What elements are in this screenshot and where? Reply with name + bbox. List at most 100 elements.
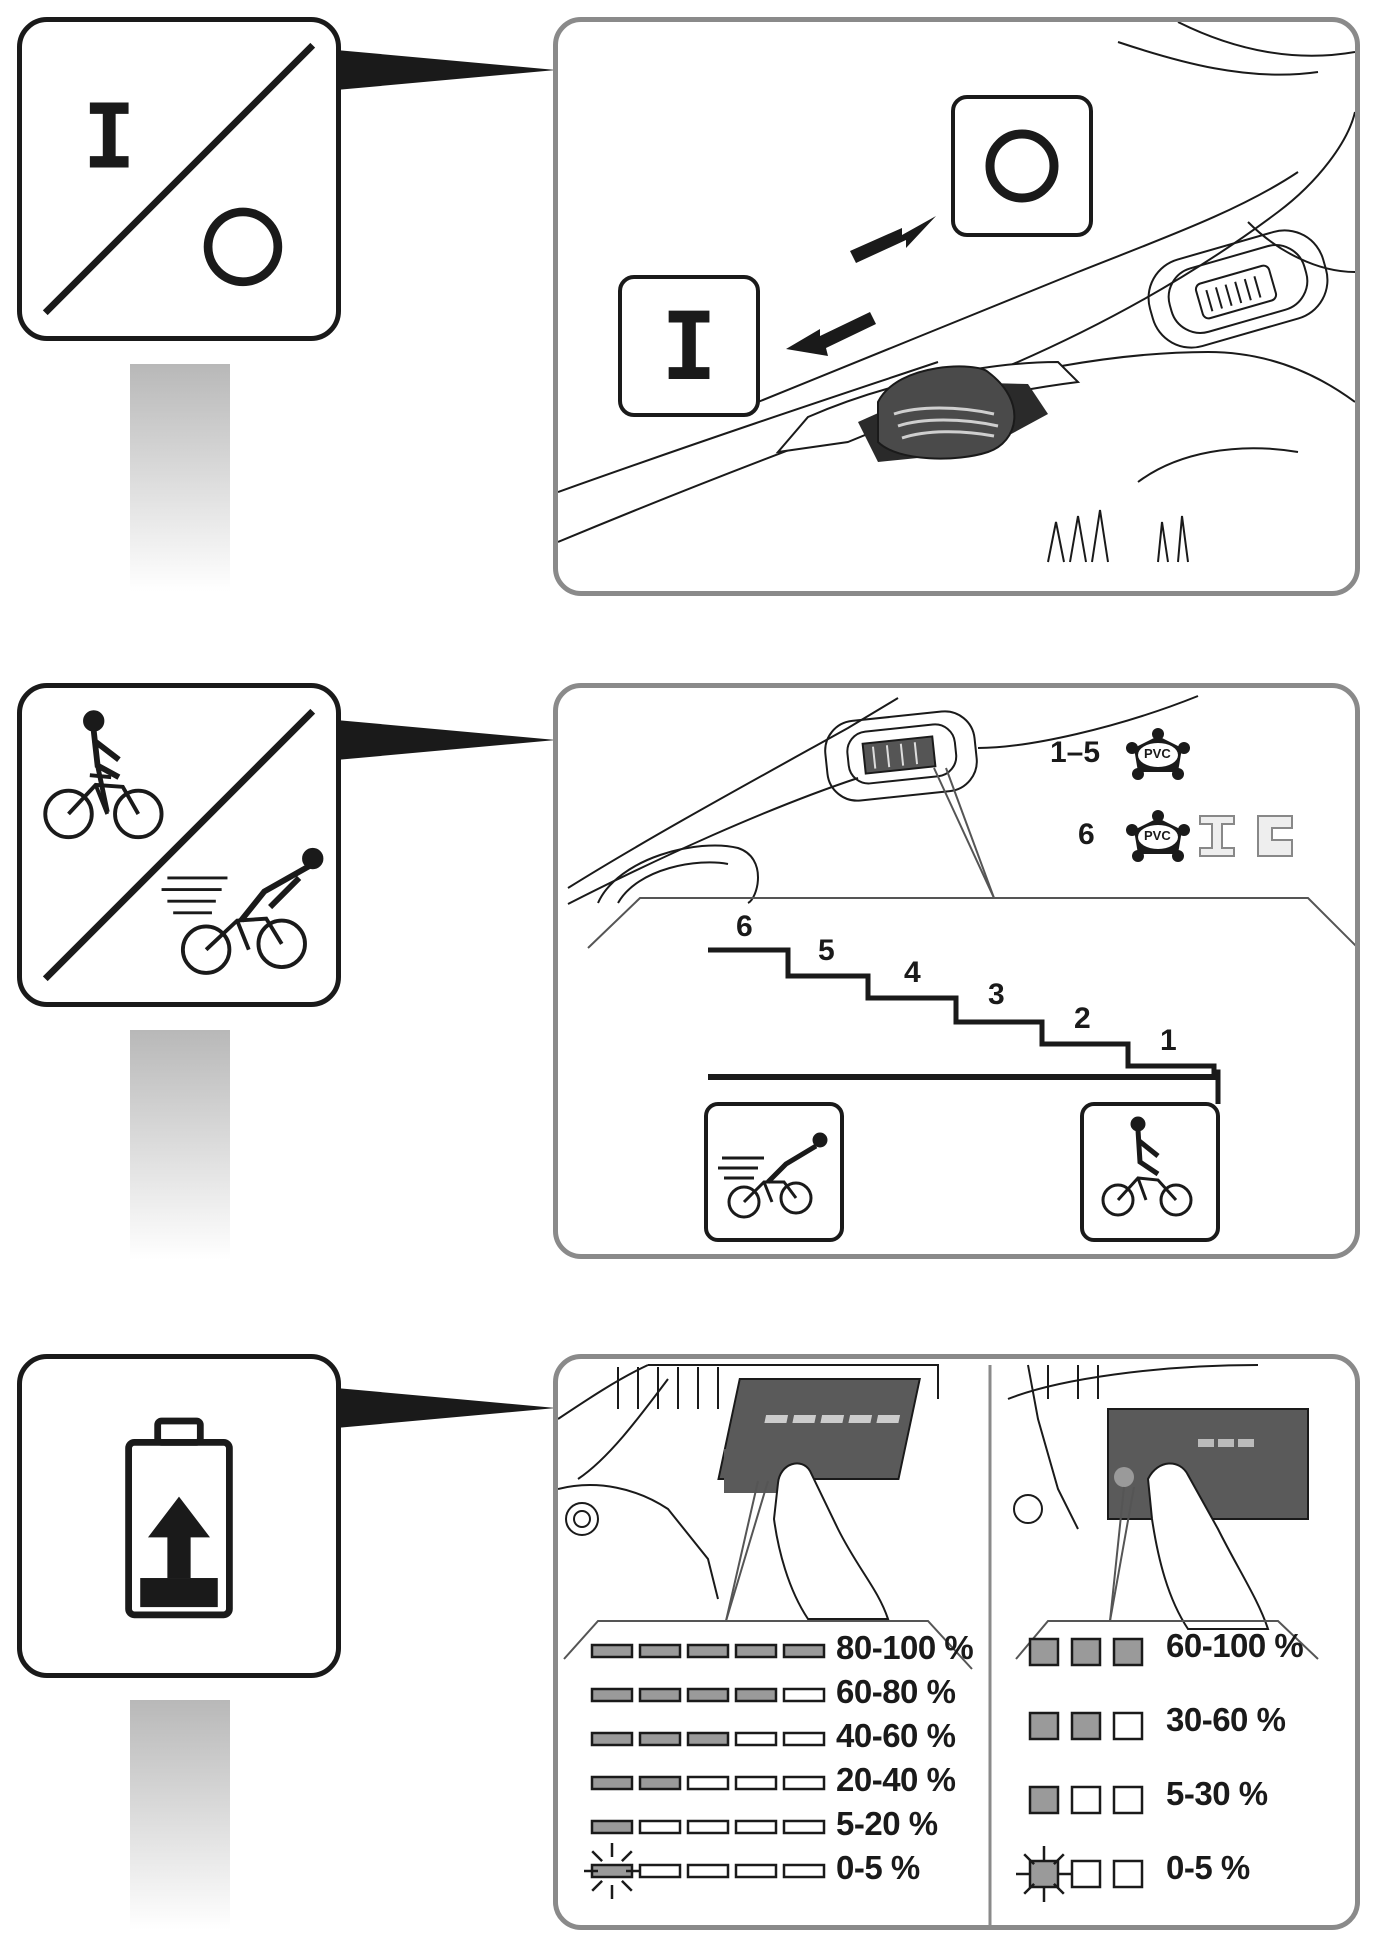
slow-cyclist-icon [43,710,164,840]
callout-pointer-2 [336,720,556,760]
speed-step-6: 6 [736,910,753,943]
three-led-segment [1028,1785,1060,1815]
five-led-segment [590,1643,634,1659]
fast-speed-box [704,1102,844,1242]
three-led-segment [1070,1859,1102,1889]
fast-cyclist-icon [161,847,324,975]
pvc-icon [1126,728,1190,780]
slow-cyclist-small-icon [1101,1116,1193,1217]
finger-press-icon-2 [1146,1462,1270,1630]
speed-dial-illustration [567,695,1355,1242]
blink-ray-mark [591,1850,603,1862]
three-led-segment [1028,1637,1060,1667]
material-range-1: 1–5 [1050,736,1101,769]
five-led-segment [734,1775,778,1791]
tool-switch-illustration: I [558,22,1355,563]
off-label-box [951,95,1093,237]
five-led-segment [686,1775,730,1791]
blink-ray-mark [591,1880,603,1892]
three-led-segment [1112,1711,1144,1741]
battery-charge-icon [125,1417,233,1619]
material-range-2: 6 [1078,818,1095,851]
three-led-label-0: 60-100 % [1166,1627,1304,1664]
blink-ray-mark [621,1880,633,1892]
on-label-text: I [661,293,718,402]
callout-pointer [336,50,556,90]
five-led-segment [638,1775,682,1791]
five-led-segment [782,1731,826,1747]
five-led-label-4: 5-20 % [836,1805,938,1842]
five-led-segment [686,1863,730,1879]
speed-symbol-box [17,683,341,1007]
three-led-label-3: 0-5 % [1166,1849,1250,1886]
five-led-label-2: 40-60 % [836,1717,956,1754]
five-led-label-1: 60-80 % [836,1673,956,1710]
pvc-icon [1126,810,1190,862]
five-led-segment [734,1643,778,1659]
finger-press-icon [772,1462,890,1620]
slow-speed-box [1080,1102,1220,1242]
connector-bar-3 [130,1700,230,1930]
five-led-segment [590,1731,634,1747]
arrow-off-direction [850,216,936,263]
battery-panel: 80-100 % 60-80 % 40-60 % 20-40 % 5-20 % … [553,1354,1360,1930]
three-led-label-1: 30-60 % [1166,1701,1286,1738]
pvc-badge-2: PVC [1144,828,1171,843]
battery-illustration [558,1364,1319,1925]
speed-panel: 6 5 4 3 2 1 1–5 6 PVC PVC [553,683,1360,1259]
speed-step-2: 2 [1074,1002,1091,1035]
switch-panel: I [553,17,1360,596]
five-led-segment [590,1687,634,1703]
five-led-segment [590,1819,634,1835]
three-led-segment [1112,1785,1144,1815]
five-led-segment [782,1687,826,1703]
three-led-segment [1070,1785,1102,1815]
connector-bar-2 [130,1030,230,1260]
connector-bar [130,364,230,592]
on-off-symbol-box: I [17,17,341,341]
five-led-segment [638,1731,682,1747]
blink-ray-mark [621,1850,633,1862]
five-led-label-3: 20-40 % [836,1761,956,1798]
five-led-segment [590,1775,634,1791]
on-off-symbol-icon: I [42,42,316,316]
blink-ray-mark [1053,1853,1065,1865]
blink-ray-mark [1023,1853,1035,1865]
three-led-segment [1028,1711,1060,1741]
five-led-segment [686,1731,730,1747]
on-label-box [618,275,760,417]
five-led-segment [734,1687,778,1703]
speed-staircase [708,947,1221,1104]
five-led-indicator [584,1643,826,1899]
five-led-segment [638,1863,682,1879]
three-led-segment [1070,1711,1102,1741]
fast-cyclist-small-icon [718,1132,828,1219]
five-led-segment [782,1775,826,1791]
three-led-segment [1028,1859,1060,1889]
five-led-segment [782,1643,826,1659]
five-led-segment [782,1863,826,1879]
three-led-segment [1112,1859,1144,1889]
on-symbol-text: I [82,85,136,189]
off-circle-icon [985,129,1059,203]
i-beam-icon [1199,815,1235,857]
three-led-indicator [1016,1637,1144,1902]
five-led-label-5: 0-5 % [836,1849,920,1886]
five-led-segment [638,1643,682,1659]
three-led-label-2: 5-30 % [1166,1775,1268,1812]
five-led-label-0: 80-100 % [836,1629,974,1666]
blink-ray-mark [1053,1883,1065,1895]
arrow-on-direction [786,312,876,356]
speed-step-3: 3 [988,978,1005,1011]
five-led-segment [734,1819,778,1835]
callout-pointer-3 [336,1388,556,1428]
five-led-segment [734,1863,778,1879]
angle-profile-icon [1257,815,1293,857]
five-led-segment [686,1819,730,1835]
speed-step-5: 5 [818,934,835,967]
five-led-segment [734,1731,778,1747]
three-led-segment [1112,1637,1144,1667]
five-led-segment [686,1643,730,1659]
battery-symbol-box [17,1354,341,1678]
blink-ray-mark [1023,1883,1035,1895]
